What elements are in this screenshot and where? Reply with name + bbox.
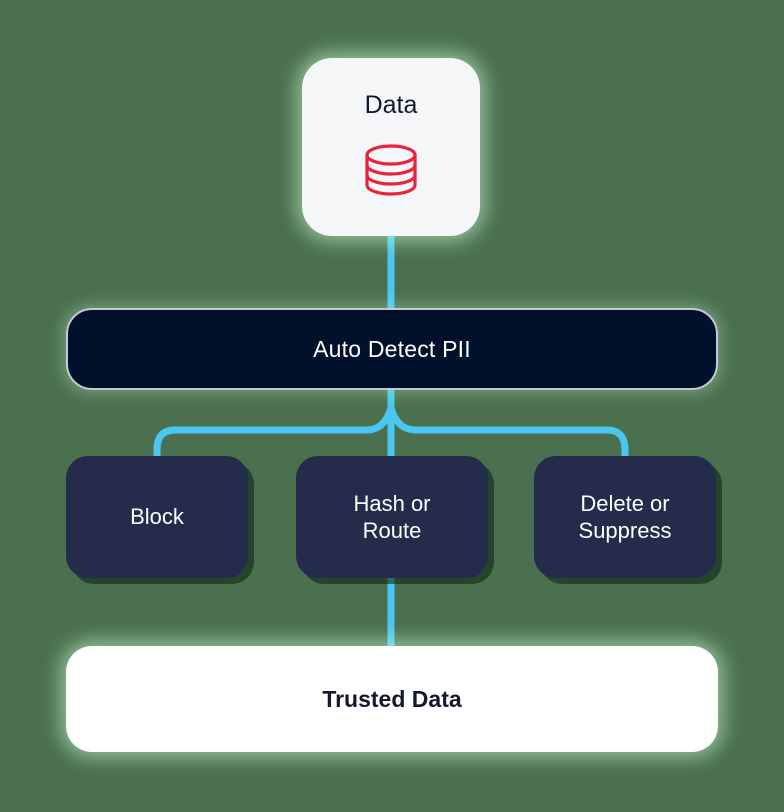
node-auto-detect-pii[interactable]: Auto Detect PII xyxy=(66,308,718,390)
node-block-label: Block xyxy=(130,504,184,530)
node-delete-or-suppress-label: Delete or Suppress xyxy=(578,490,672,544)
database-icon xyxy=(365,143,417,196)
node-data[interactable]: Data xyxy=(302,58,480,236)
node-data-label: Data xyxy=(364,90,418,119)
node-trusted-data[interactable]: Trusted Data xyxy=(66,646,718,752)
edge-auto-detect-to-delete-suppress xyxy=(387,404,629,462)
node-delete-or-suppress[interactable]: Delete or Suppress xyxy=(534,456,716,578)
node-trusted-data-label: Trusted Data xyxy=(322,685,462,712)
edge-auto-detect-to-block xyxy=(153,404,395,462)
node-block[interactable]: Block xyxy=(66,456,248,578)
node-hash-or-route-label: Hash or Route xyxy=(353,490,431,544)
node-hash-or-route[interactable]: Hash or Route xyxy=(296,456,488,578)
node-auto-detect-pii-label: Auto Detect PII xyxy=(313,335,471,362)
